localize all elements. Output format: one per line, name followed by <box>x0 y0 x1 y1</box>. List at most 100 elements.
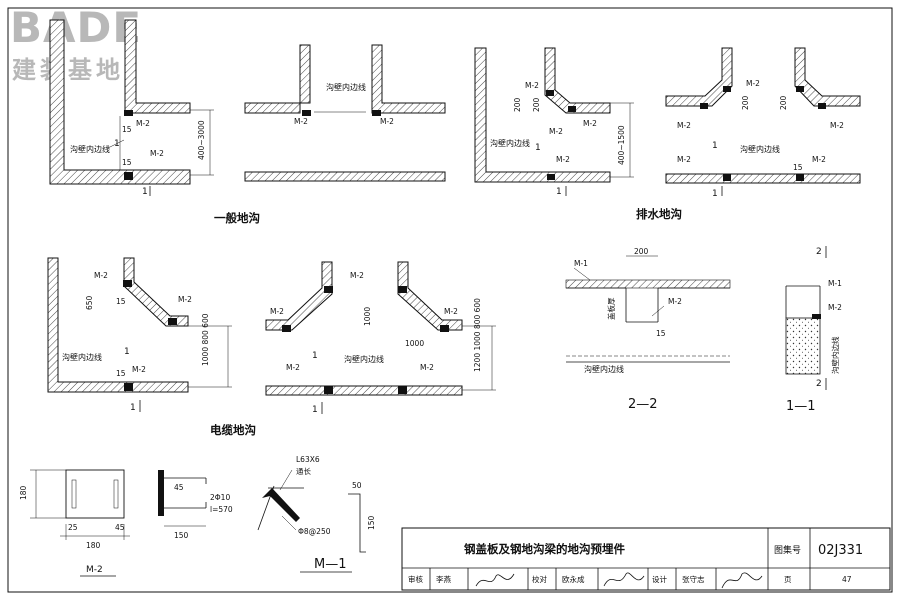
dim-label: 15 <box>793 163 803 172</box>
cut-mark: 1 <box>130 403 136 413</box>
sheet-border <box>7 7 893 593</box>
dim-label: 15 <box>122 125 132 134</box>
drainage-trench-corner-plan: 400~1500 M-2 M-2 M-2 M-2 200 200 沟壁内边线 1… <box>474 47 634 197</box>
dim-label: 200 <box>741 95 750 110</box>
design-label: 设计 <box>652 574 667 584</box>
inner-edge-label: 沟壁内边线 <box>830 336 840 374</box>
inner-edge-label: 沟壁内边线 <box>326 82 366 92</box>
logo-sub: 建装基地 <box>12 56 124 84</box>
group-title-general: 一般地沟 <box>214 211 260 225</box>
group-title-cable: 电缆地沟 <box>210 423 256 437</box>
plate-tag: M-2 <box>444 307 458 316</box>
dim-label: 45 <box>115 523 125 532</box>
plate-tag: M-2 <box>525 81 539 90</box>
embed-plate <box>818 103 826 109</box>
plate-tag: M-2 <box>294 117 308 126</box>
detail-m2-side: 150 2Φ10 l=570 45 <box>158 470 233 540</box>
embed-plate <box>568 106 576 112</box>
section-title-1-1: 1—1 <box>786 399 816 414</box>
general-trench-corner-plan: 400~3000 M-2 M-2 15 15 沟壁内边线 1 1 <box>49 19 214 197</box>
atlas-number: 02J331 <box>818 543 863 558</box>
check-label: 校对 <box>532 574 547 584</box>
group-title-drainage: 排水地沟 <box>636 207 682 221</box>
cut-mark: 1 <box>712 189 718 199</box>
plate-tag: M-2 <box>668 297 682 306</box>
embed-plate <box>324 286 333 293</box>
brand-logo: BADE 建装基地 <box>10 3 142 84</box>
dim-label: 150 <box>367 515 376 530</box>
plate-tag: M-2 <box>420 363 434 372</box>
designer-name: 张守志 <box>682 574 705 584</box>
logo-brand: BADE <box>10 3 142 52</box>
cut-mark: 1 <box>142 187 148 197</box>
embed-plate <box>168 318 177 325</box>
inner-edge-label: 沟壁内边线 <box>344 354 384 364</box>
plate-tag: M-2 <box>677 155 691 164</box>
embed-plate <box>282 325 291 332</box>
section-1-1: M-1 M-2 沟壁内边线 2 2 1—1 <box>785 246 842 414</box>
detail-title-m1: M—1 <box>314 557 347 572</box>
dim-label: 400~3000 <box>197 120 206 160</box>
inner-edge-label: 沟壁内边线 <box>62 352 102 362</box>
embed-plate <box>124 110 133 116</box>
plate-tag: M-2 <box>350 271 364 280</box>
general-trench-tee-plan: M-2 M-2 沟壁内边线 <box>244 44 446 182</box>
plate-tag: M-2 <box>828 303 842 312</box>
plate-tag: M-1 <box>828 279 842 288</box>
drawing-title: 钢盖板及钢地沟梁的地沟预埋件 <box>464 542 625 556</box>
plate-tag: M-2 <box>178 295 192 304</box>
dim-label: 15 <box>116 297 126 306</box>
section-2-2: 200 M-1 M-2 15 盖板厚 沟壁内边线 2—2 <box>565 247 731 412</box>
inner-edge-label: 沟壁内边线 <box>584 364 624 374</box>
cut-mark: 2 <box>816 379 822 389</box>
inner-edge-label: 沟壁内边线 <box>490 138 530 148</box>
plate-tag: M-2 <box>746 79 760 88</box>
page-label: 页 <box>784 575 792 584</box>
plate-tag: M-2 <box>812 155 826 164</box>
plate-tag: M-2 <box>380 117 394 126</box>
cable-trench-tee-plan: 1200 1000 800 600 1000 1000 M-2 M-2 M-2 … <box>265 261 496 415</box>
cut-mark: 1 <box>556 187 562 197</box>
reviewer-signature <box>475 573 515 587</box>
plate-tag: M-2 <box>150 149 164 158</box>
embed-plate <box>723 174 731 181</box>
page-number: 47 <box>842 575 852 584</box>
checker-name: 欧永成 <box>562 574 585 584</box>
plate-tag: M-2 <box>549 127 563 136</box>
plate-tag: M-2 <box>830 121 844 130</box>
weld-mark: 45 <box>174 483 184 492</box>
dim-label: 200 <box>779 95 788 110</box>
embed-plate <box>700 103 708 109</box>
cut-mark: 2 <box>816 247 822 257</box>
dim-label: 25 <box>68 523 78 532</box>
plate-tag: M-2 <box>132 365 146 374</box>
embed-plate <box>302 110 311 116</box>
designer-signature <box>721 572 763 589</box>
plate-tag: M-2 <box>677 121 691 130</box>
embed-plate <box>812 314 821 319</box>
embed-plate <box>124 383 133 391</box>
embed-plate <box>398 286 407 293</box>
anchor-note: Φ8@250 <box>298 527 331 536</box>
title-block: 钢盖板及钢地沟梁的地沟预埋件 图集号 02J331 审核 李燕 校对 欧永成 设… <box>401 527 891 591</box>
cable-trench-corner-plan: 1000 800 600 650 M-2 M-2 M-2 15 15 沟壁内边线… <box>47 257 232 413</box>
plate-tag: M-2 <box>583 119 597 128</box>
detail-m2: 180 25 45 180 M-2 <box>19 469 130 577</box>
angle-steel-note: L63X6 <box>296 455 320 464</box>
cut-mark: 1 <box>124 347 130 357</box>
embed-plate <box>796 86 804 92</box>
dim-label: 15 <box>656 329 666 338</box>
embed-plate <box>324 386 333 394</box>
embed-plate <box>398 386 407 394</box>
embed-plate <box>123 280 132 287</box>
cut-mark: 1 <box>712 141 718 151</box>
plate-tag: M-2 <box>556 155 570 164</box>
drainage-trench-tee-plan: M-2 M-2 M-2 M-2 M-2 200 200 15 沟壁内边线 1 1 <box>665 47 861 199</box>
embed-plate <box>547 174 555 180</box>
rebar-note: 2Φ10 <box>210 493 230 502</box>
rebar-length-note: l=570 <box>210 505 233 514</box>
embed-plate <box>723 86 731 92</box>
inner-edge-label: 沟壁内边线 <box>70 144 110 154</box>
